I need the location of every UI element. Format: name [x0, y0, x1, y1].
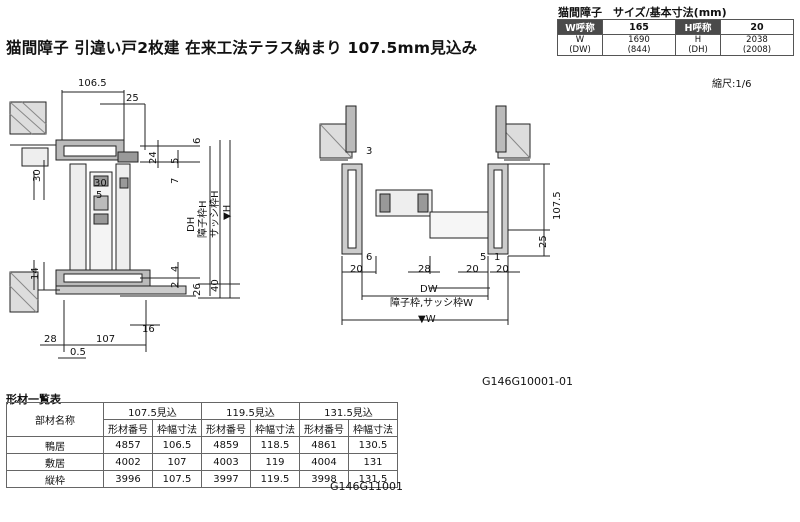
sub-header-width: 枠幅寸法	[152, 419, 202, 437]
plan-dimensions: 3 107.5 25 6 5 1 20 28 20 20 DW 障子枠,サッシ枠…	[350, 146, 563, 325]
dim-2: 2	[170, 282, 181, 288]
dim-w: ▼W	[418, 314, 436, 325]
dim-26: 26	[192, 283, 203, 296]
dim-16: 16	[142, 324, 155, 335]
dim-shoji-h: 障子枠H	[196, 200, 209, 238]
sub-header-number: 形材番号	[103, 419, 153, 437]
h-sub-label: H(DH)	[675, 34, 721, 56]
dim-28: 28	[44, 334, 57, 345]
table-cell: 107	[152, 453, 202, 471]
dim-20-left: 20	[350, 264, 363, 275]
dim-25-top: 25	[126, 93, 139, 104]
table-cell: 4003	[201, 453, 251, 471]
size-table-caption: 猫間障子 サイズ/基本寸法(mm)	[558, 6, 727, 19]
size-table: W呼称 165 H呼称 20 W(DW) 1690(844) H(DH) 203…	[557, 19, 794, 56]
h-sub-value: 2038(2008)	[720, 34, 794, 56]
dim-4: 4	[170, 266, 181, 272]
drawing-code: G146G10001-01	[482, 375, 574, 388]
sub-header-number: 形材番号	[201, 419, 251, 437]
table-cell: 130.5	[348, 436, 398, 454]
table-cell: 4861	[299, 436, 349, 454]
table-code: G146G11001	[330, 480, 404, 493]
table-cell: 4002	[103, 453, 153, 471]
dim-5-plan: 5	[480, 252, 486, 263]
dim-5-head: 5	[170, 158, 181, 164]
table-row: 縦枠 3996 107.5 3997 119.5 3998 131.5	[6, 470, 398, 488]
table-cell: 4004	[299, 453, 349, 471]
dim-20-mid: 20	[466, 264, 479, 275]
table-cell: 3997	[201, 470, 251, 488]
dim-5-inner: 5	[96, 190, 102, 201]
dim-6-head: 6	[192, 138, 203, 144]
profile-list-table: 部材名称 107.5見込 119.5見込 131.5見込 形材番号 枠幅寸法 形…	[6, 402, 398, 488]
w-sub-label: W(DW)	[557, 34, 603, 56]
table-cell: 131.5	[348, 470, 398, 488]
table-cell: 131	[348, 453, 398, 471]
dim-106-5: 106.5	[78, 78, 107, 89]
plan-view	[319, 105, 550, 325]
dim-6-plan: 6	[366, 252, 372, 263]
table-cell: 4859	[201, 436, 251, 454]
dim-24: 24	[148, 151, 159, 164]
row-name: 鴨居	[6, 436, 104, 454]
dim-frame-w: 障子枠,サッシ枠W	[390, 296, 473, 309]
dim-40: 40	[210, 279, 221, 292]
sub-header-number: 形材番号	[299, 419, 349, 437]
table-cell: 118.5	[250, 436, 300, 454]
table-row: 敷居 4002 107 4003 119 4004 131	[6, 453, 398, 471]
group-header-107-5: 107.5見込	[103, 402, 202, 420]
dim-28-plan: 28	[418, 264, 431, 275]
dim-30-inner: 30	[94, 178, 107, 189]
dim-dh: DH	[186, 217, 197, 232]
table-cell: 3996	[103, 470, 153, 488]
group-header-131-5: 131.5見込	[299, 402, 398, 420]
table-cell: 106.5	[152, 436, 202, 454]
dim-1-plan: 1	[494, 252, 500, 263]
section-dimensions: 106.5 25 6 24 5 30 30 5 7 DH 障子枠H サッシ枠H …	[30, 78, 233, 358]
row-name: 縦枠	[6, 470, 104, 488]
row-name: 敷居	[6, 453, 104, 471]
dim-3: 3	[366, 146, 372, 157]
table-cell: 119	[250, 453, 300, 471]
sub-header-width: 枠幅寸法	[348, 419, 398, 437]
section-view	[9, 90, 240, 359]
table-cell: 4857	[103, 436, 153, 454]
dim-sash-h: サッシ枠H	[208, 190, 221, 238]
dim-dw: DW	[420, 284, 438, 295]
group-header-119-5: 119.5見込	[201, 402, 300, 420]
dim-107-5: 107.5	[552, 191, 563, 220]
dim-0-5: 0.5	[70, 347, 86, 358]
sub-header-width: 枠幅寸法	[250, 419, 300, 437]
scale-label: 縮尺:1/6	[712, 79, 752, 90]
dim-25-right: 25	[538, 235, 549, 248]
table-row: 鴨居 4857 106.5 4859 118.5 4861 130.5	[6, 436, 398, 454]
dim-20-right: 20	[496, 264, 509, 275]
dim-14: 14	[30, 267, 41, 280]
dim-7: 7	[170, 178, 181, 184]
dim-h: ▼H	[222, 205, 233, 220]
dim-30-left: 30	[32, 169, 43, 182]
table-cell: 119.5	[250, 470, 300, 488]
table-cell: 107.5	[152, 470, 202, 488]
w-sub-value: 1690(844)	[602, 34, 676, 56]
dim-107: 107	[96, 334, 115, 345]
col-name-header: 部材名称	[6, 402, 104, 437]
page-title: 猫間障子 引違い戸2枚建 在来工法テラス納まり 107.5mm見込み	[6, 39, 478, 57]
